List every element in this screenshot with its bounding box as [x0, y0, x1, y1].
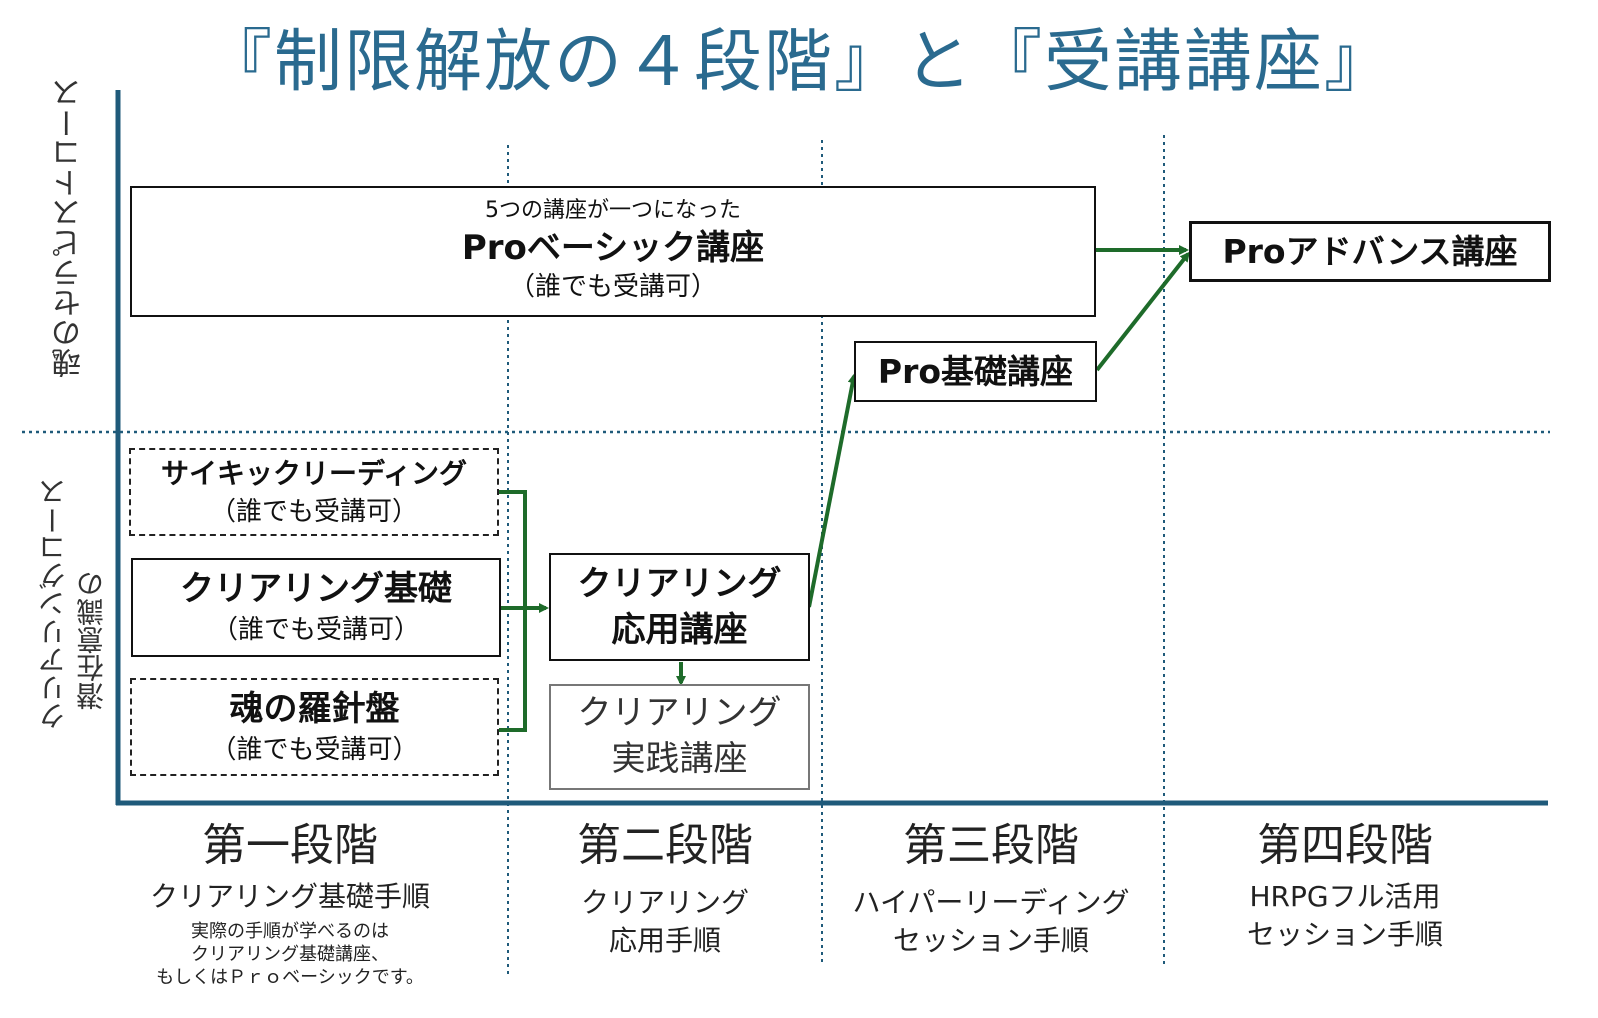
- pro-basic-note: （誰でも受講可）: [508, 272, 717, 302]
- clearing-basic-course-box[interactable]: クリアリング基礎 （誰でも受講可）: [131, 558, 501, 657]
- stage-4-sub-2: セッション手順: [1246, 918, 1443, 951]
- page-title: 『制限解放の４段階』と『受講講座』: [203, 23, 1394, 102]
- clearing-applied-line2: 応用講座: [611, 610, 748, 650]
- psychic-reading-course-box[interactable]: サイキックリーディング （誰でも受講可）: [129, 448, 499, 536]
- stage-1-sub: クリアリング基礎手順: [149, 880, 430, 913]
- stage-4: 第四段階 HRPGフル活用 セッション手順: [1180, 818, 1510, 954]
- stage-2-title: 第二段階: [577, 820, 753, 871]
- pro-basic-course-box[interactable]: 5つの講座が一つになった Proベーシック講座 （誰でも受講可）: [130, 186, 1096, 317]
- stage-1-note-2: クリアリング基礎講座、: [191, 944, 389, 965]
- clearing-basic-name: クリアリング基礎: [180, 569, 452, 609]
- stage-4-sub-1: HRPGフル活用: [1249, 880, 1441, 913]
- stage-3: 第三段階 ハイパーリーディング セッション手順: [826, 818, 1156, 960]
- clearing-applied-line1: クリアリング: [577, 564, 782, 604]
- stage-2: 第二段階 クリアリング 応用手順: [520, 818, 810, 960]
- arrow-to-pro-kiso: [807, 373, 858, 608]
- stage-2-sub-1: クリアリング: [580, 886, 749, 919]
- stage-3-title: 第三段階: [903, 820, 1079, 871]
- clearing-practice-line2: 実践講座: [611, 739, 748, 779]
- row-label-bottom: クリアリングコース潜在意識の: [37, 478, 108, 730]
- clearing-basic-note: （誰でも受講可）: [211, 615, 420, 645]
- psychic-note: （誰でも受講可）: [209, 497, 418, 527]
- clearing-practice-line1: クリアリング: [577, 693, 782, 733]
- stage-1: 第一段階 クリアリング基礎手順 実際の手順が学べるのは クリアリング基礎講座、 …: [120, 818, 460, 989]
- arrow-kiso-to-advance: [1095, 251, 1190, 372]
- stage-3-sub-1: ハイパーリーディング: [852, 886, 1130, 919]
- stage-1-note-1: 実際の手順が学べるのは: [191, 921, 389, 942]
- stage-1-note-3: もしくはＰｒｏベーシックです。: [156, 967, 424, 988]
- row-label-top: 魂のセラピストコース: [52, 78, 87, 378]
- pro-kiso-course-box[interactable]: Pro基礎講座: [854, 341, 1097, 402]
- pro-advance-course-box[interactable]: Proアドバンス講座: [1189, 221, 1551, 282]
- pro-advance-name: Proアドバンス講座: [1222, 232, 1518, 271]
- psychic-name: サイキックリーディング: [160, 457, 468, 490]
- stage-4-title: 第四段階: [1257, 820, 1433, 871]
- pro-basic-name: Proベーシック講座: [461, 228, 765, 268]
- pro-basic-pre: 5つの講座が一つになった: [485, 198, 741, 223]
- pro-kiso-name: Pro基礎講座: [877, 352, 1074, 391]
- stage-1-title: 第一段階: [202, 820, 378, 871]
- stage-3-sub-2: セッション手順: [892, 924, 1089, 957]
- stage-2-sub-2: 応用手順: [608, 924, 721, 957]
- soul-compass-note: （誰でも受講可）: [210, 735, 419, 765]
- soul-compass-course-box[interactable]: 魂の羅針盤 （誰でも受講可）: [130, 678, 499, 776]
- stage1-bracket: [498, 490, 527, 732]
- clearing-practice-course-box[interactable]: クリアリング 実践講座: [549, 684, 810, 790]
- clearing-applied-course-box[interactable]: クリアリング 応用講座: [549, 553, 810, 661]
- soul-compass-name: 魂の羅針盤: [229, 689, 400, 729]
